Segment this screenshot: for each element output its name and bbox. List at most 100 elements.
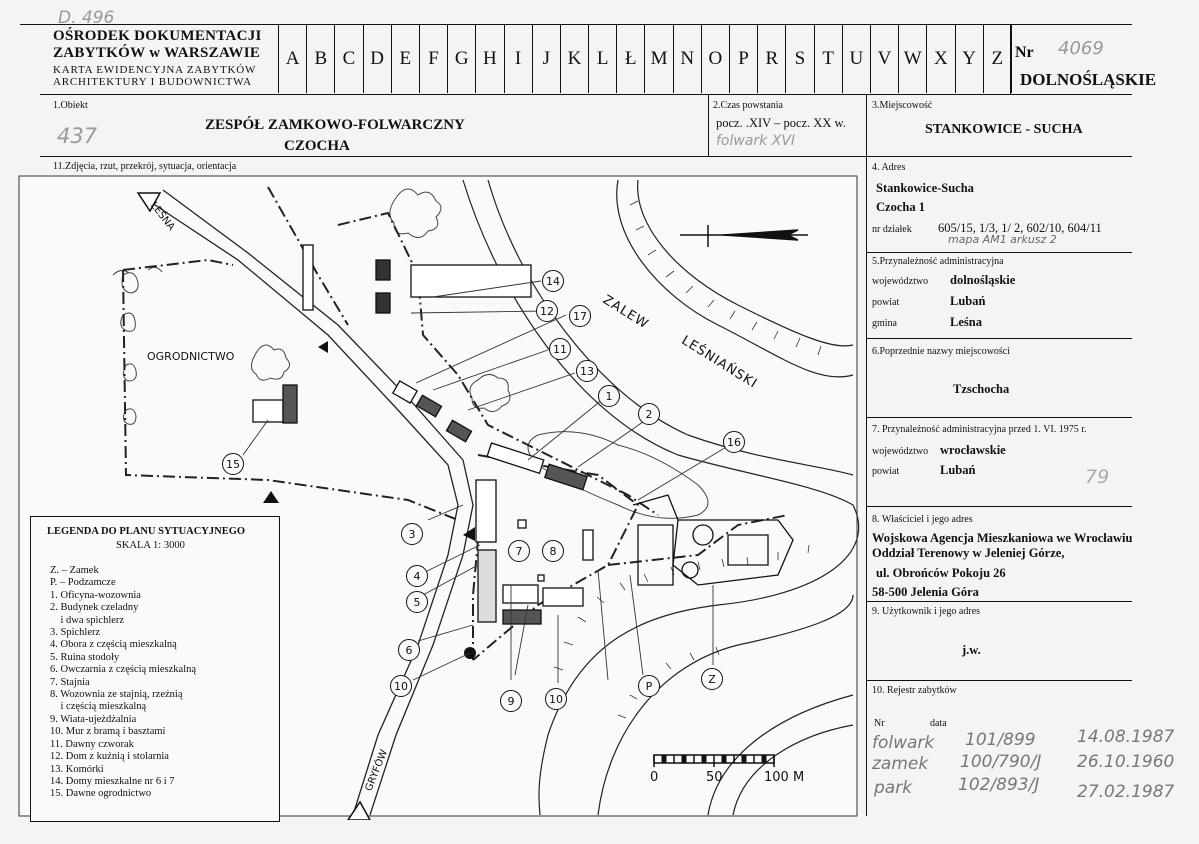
rejestr-row-name: zamek — [872, 754, 929, 774]
map-marker: 6 — [398, 639, 420, 661]
dzialki-label: nr działek — [872, 224, 912, 235]
wojewodztwo-label: województwo — [872, 276, 929, 287]
wlasciciel-line1: Wojskowa Agencja Mieszkaniowa we Wrocław… — [872, 531, 1133, 545]
rejestr-row-date: 14.08.1987 — [1077, 727, 1175, 747]
rejestr-row-nr: 102/893/J — [958, 775, 1040, 795]
legend-item: 4. Obora z częścią mieszkalną — [50, 639, 177, 651]
map-label-ogrodnictwo: OGRODNICTWO — [147, 350, 235, 363]
map-marker: 17 — [569, 305, 591, 327]
gmina-value: Leśna — [950, 315, 982, 329]
map-marker: 13 — [576, 360, 598, 382]
legend-item: i częścią mieszkalną — [50, 701, 147, 713]
legend-item: 8. Wozownia ze stajnią, rzeźnią — [50, 689, 183, 701]
legend-item: 5. Ruina stodoły — [50, 651, 120, 663]
index-letter: C — [335, 25, 364, 93]
legend-item: 15. Dawne ogrodnictwo — [50, 788, 152, 800]
legend-box: LEGENDA DO PLANU SYTUACYJNEGO SKALA 1: 3… — [30, 516, 280, 822]
rejestr-row-name: park — [874, 778, 913, 798]
obiekt-name-line1: ZESPÓŁ ZAMKOWO-FOLWARCZNY — [205, 117, 465, 133]
index-letter: G — [448, 25, 477, 93]
rejestr-label: 10. Rejestr zabytków — [872, 685, 957, 696]
wojewodztwo-1975-value: wrocławskie — [940, 443, 1006, 457]
adres-line1: Stankowice-Sucha — [876, 181, 974, 195]
mapa-handwritten: mapa AM1 arkusz 2 — [948, 233, 1057, 246]
map-marker: P — [638, 675, 660, 697]
map-marker: 3 — [401, 523, 423, 545]
index-letter: D — [364, 25, 392, 93]
map-marker: 11 — [549, 338, 571, 360]
index-letter: Y — [956, 25, 984, 93]
index-letter: L — [589, 25, 618, 93]
rejestr-row-nr: 101/899 — [965, 730, 1036, 750]
index-letter-row: A B C D E F G H I J K L Ł M N O P R S T … — [278, 25, 1012, 93]
miejscowosc-label: 3.Miejscowość — [872, 100, 933, 111]
scale-label-0: 0 — [650, 770, 659, 785]
legend-title: LEGENDA DO PLANU SYTUACYJNEGO — [47, 526, 246, 537]
map-marker: Z — [701, 668, 723, 690]
map-marker: 9 — [500, 690, 522, 712]
index-letter: U — [843, 25, 871, 93]
legend-item: 3. Spichlerz — [50, 627, 101, 639]
map-marker: 5 — [406, 591, 428, 613]
rejestr-row-name: folwark — [872, 733, 935, 753]
index-letter: O — [702, 25, 730, 93]
index-letter: I — [505, 25, 533, 93]
map-marker: 4 — [406, 565, 428, 587]
map-marker: 12 — [536, 300, 558, 322]
legend-item: 13. Komórki — [50, 763, 104, 775]
przynaleznosc-label: 5.Przynależność administracyjna — [872, 256, 1004, 267]
poprzednie-label: 6.Poprzednie nazwy miejscowości — [872, 346, 1011, 357]
obiekt-label: 1.Obiekt — [53, 100, 88, 111]
region-name: DOLNOŚLĄSKIE — [1020, 70, 1157, 89]
index-letter: K — [561, 25, 590, 93]
legend-item: 7. Stajnia — [50, 676, 90, 688]
index-letter: T — [815, 25, 843, 93]
wlasciciel-line2: Oddział Terenowy w Jeleniej Górze, — [872, 546, 1065, 560]
wlasciciel-label: 8. Właściciel i jego adres — [872, 514, 973, 525]
rejestr-row-date: 27.02.1987 — [1077, 782, 1175, 802]
institution-line3: KARTA EWIDENCYJNA ZABYTKÓW — [53, 64, 257, 76]
legend-scale: SKALA 1: 3000 — [116, 540, 185, 551]
przynaleznosc-1975-handwritten: 79 — [1085, 466, 1110, 488]
index-letter: H — [476, 25, 505, 93]
index-letter: M — [645, 25, 674, 93]
wojewodztwo-value: dolnośląskie — [950, 273, 1016, 287]
rejestr-row-nr: 100/790/J — [960, 752, 1042, 772]
index-letter: N — [674, 25, 702, 93]
index-letter: E — [392, 25, 420, 93]
map-marker: 16 — [723, 431, 745, 453]
archive-stamp: D. 496 — [58, 8, 115, 28]
scale-label-100: 100 M — [764, 770, 805, 785]
powiat-1975-label: powiat — [872, 466, 900, 477]
przynaleznosc-1975-label: 7. Przynależność administracyjna przed 1… — [872, 424, 1087, 435]
uzytkownik-label: 9. Użytkownik i jego adres — [872, 606, 981, 617]
wlasciciel-line3: ul. Obrońców Pokoju 26 — [876, 566, 1006, 580]
czas-handwritten: folwark XVI — [716, 133, 796, 149]
index-letter: P — [730, 25, 759, 93]
index-letter: W — [899, 25, 928, 93]
powiat-1975-value: Lubań — [940, 463, 976, 477]
legend-item: 2. Budynek czeladny — [50, 602, 139, 614]
legend-item: 9. Wiata-ujeżdżalnia — [50, 713, 137, 725]
legend-item: 10. Mur z bramą i basztami — [50, 726, 166, 738]
legend-item: 6. Owczarnia z częścią mieszkalną — [50, 664, 197, 676]
index-letter: Ł — [617, 25, 646, 93]
powiat-value: Lubań — [950, 294, 986, 308]
legend-item: 1. Oficyna-wozownia — [50, 589, 141, 601]
index-letter: V — [871, 25, 900, 93]
map-marker: 7 — [508, 540, 530, 562]
powiat-label: powiat — [872, 297, 900, 308]
map-marker: 2 — [638, 403, 660, 425]
index-letter: S — [786, 25, 815, 93]
legend-item: 12. Dom z kuźnią i stolarnia — [50, 751, 169, 763]
map-marker: 1 — [598, 385, 620, 407]
czas-label: 2.Czas powstania — [713, 100, 783, 111]
legend-item: 14. Domy mieszkalne nr 6 i 7 — [50, 775, 175, 787]
rejestr-row-date: 26.10.1960 — [1077, 752, 1175, 772]
index-letter: Z — [984, 25, 1012, 93]
map-marker: 10 — [390, 675, 412, 697]
institution-line1: OŚRODEK DOKUMENTACJI — [53, 28, 262, 44]
miejscowosc-value: STANKOWICE - SUCHA — [925, 122, 1083, 137]
index-letter: X — [927, 25, 956, 93]
index-letter: F — [420, 25, 449, 93]
